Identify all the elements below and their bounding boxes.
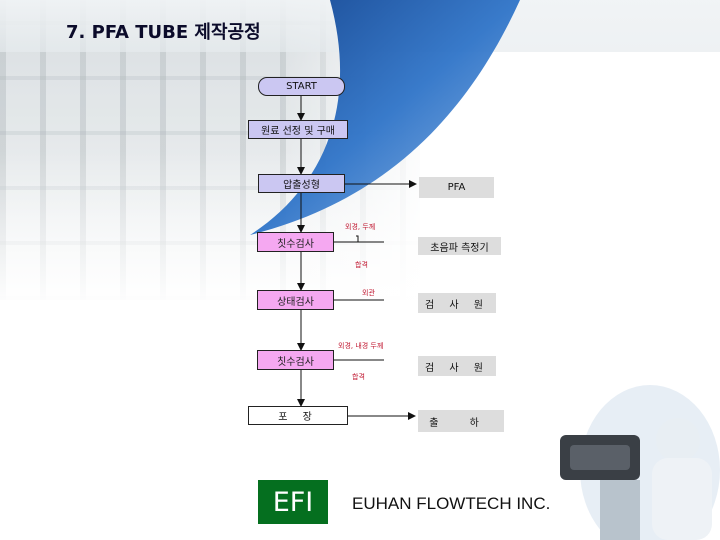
extrusion-step: 압출성형 <box>258 174 345 193</box>
efi-logo: EFI <box>258 480 328 524</box>
packing-step: 포 장 <box>248 406 348 425</box>
bracket-dim1 <box>334 235 359 243</box>
page-title: 7. PFA TUBE 제작공정 <box>66 22 261 43</box>
dimension-check-1: 칫수검사 <box>257 232 334 252</box>
ultrasonic-gauge-box: 초음파 측정기 <box>418 237 501 255</box>
technician-illustration <box>560 385 720 540</box>
label-od-thickness: 외경, 두께 <box>345 223 376 231</box>
pfa-input-box: PFA <box>419 177 494 198</box>
dimension-check-2: 칫수검사 <box>257 350 334 370</box>
label-pass-1: 합격 <box>355 261 368 269</box>
state-check: 상태검사 <box>257 290 334 310</box>
label-pass-2: 합격 <box>352 373 365 381</box>
shipping-box: 출 하 <box>418 410 504 432</box>
inspector-box-1: 검 사 원 <box>418 293 496 313</box>
blue-swoosh <box>250 0 520 235</box>
raw-material-step: 원료 선정 및 구매 <box>248 120 348 139</box>
label-od-id-thickness: 외경, 내경 두께 <box>338 342 384 350</box>
label-appearance: 외관 <box>362 289 375 297</box>
inspector-box-2: 검 사 원 <box>418 356 496 376</box>
company-name: EUHAN FLOWTECH INC. <box>352 494 551 513</box>
start-node: START <box>258 77 345 96</box>
